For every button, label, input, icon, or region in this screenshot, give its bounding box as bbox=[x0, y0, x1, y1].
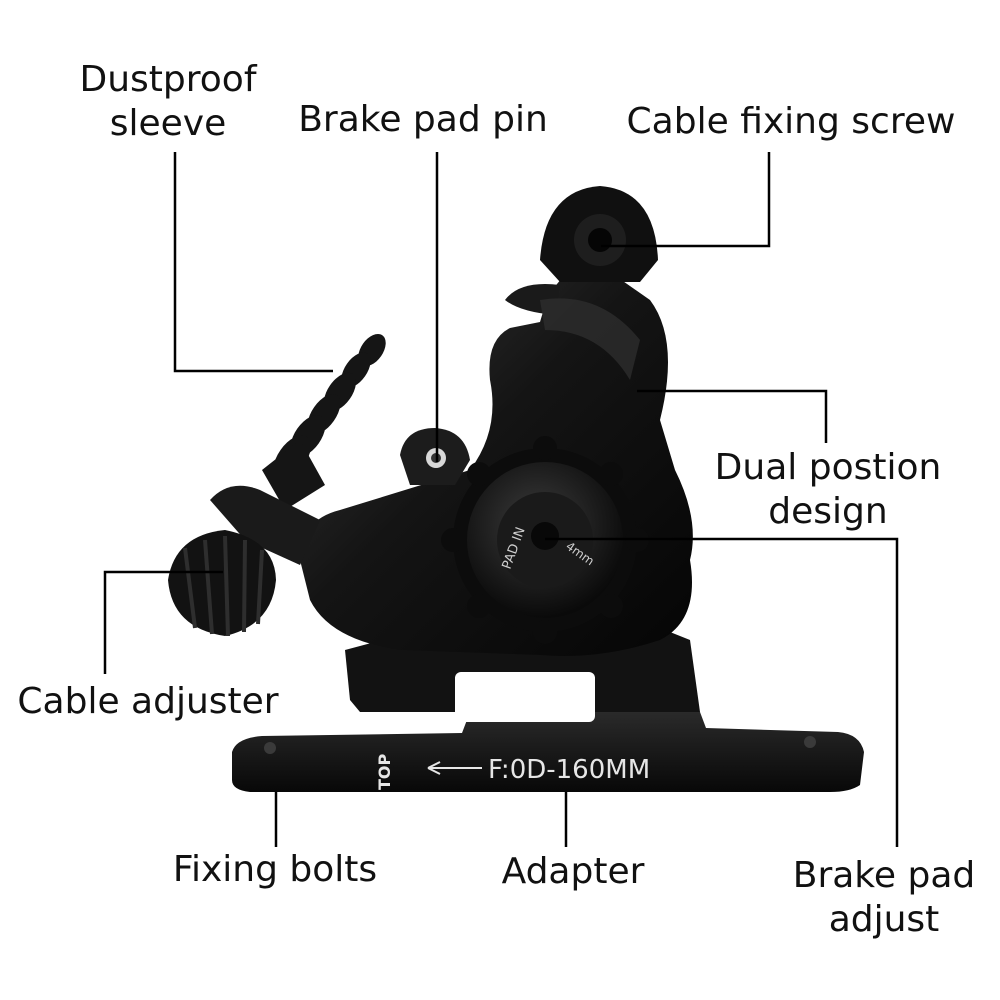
leader-cable-adjuster bbox=[103, 570, 223, 674]
label-dual-position-design-line-1: Dual postion bbox=[714, 447, 942, 488]
leader-dustproof-sleeve bbox=[173, 152, 333, 373]
label-cable-adjuster: Cable adjuster bbox=[17, 681, 279, 722]
label-brake-pad-pin: Brake pad pin bbox=[298, 99, 548, 140]
leader-cable-fixing-screw bbox=[601, 152, 771, 248]
label-brake-pad-adjust: Brake pad adjust bbox=[786, 854, 982, 942]
label-dual-position-design-line-2: design bbox=[768, 491, 888, 532]
adapter-spec-marking: F:0D-160MM bbox=[488, 755, 650, 785]
cable-fixing-screw-head bbox=[540, 186, 658, 282]
brake-pad-pin bbox=[400, 428, 470, 485]
adapter-slot bbox=[455, 672, 595, 722]
leader-dual-position-design bbox=[637, 389, 828, 443]
adapter-plate bbox=[232, 712, 864, 792]
adapter-top-marking: TOP bbox=[375, 753, 394, 790]
label-adapter: Adapter bbox=[501, 851, 645, 892]
dustproof-sleeve bbox=[262, 333, 386, 510]
label-dual-position-design: Dual postion design bbox=[700, 446, 956, 534]
label-brake-pad-adjust-line-2: adjust bbox=[828, 899, 940, 940]
bolt-hole-left bbox=[264, 742, 276, 754]
label-dustproof-sleeve-line-2: sleeve bbox=[109, 103, 227, 144]
leader-brake-pad-adjust bbox=[545, 537, 899, 847]
label-brake-pad-adjust-line-1: Brake pad bbox=[792, 855, 976, 896]
label-dustproof-sleeve-line-1: Dustproof bbox=[79, 59, 257, 100]
label-dustproof-sleeve: Dustproof sleeve bbox=[70, 58, 266, 146]
label-fixing-bolts: Fixing bolts bbox=[172, 849, 378, 890]
cable-adjuster-barrel bbox=[168, 485, 320, 637]
adapter-arrow-icon bbox=[427, 761, 482, 775]
label-cable-fixing-screw: Cable fixing screw bbox=[626, 101, 956, 142]
bolt-hole-right bbox=[804, 736, 816, 748]
